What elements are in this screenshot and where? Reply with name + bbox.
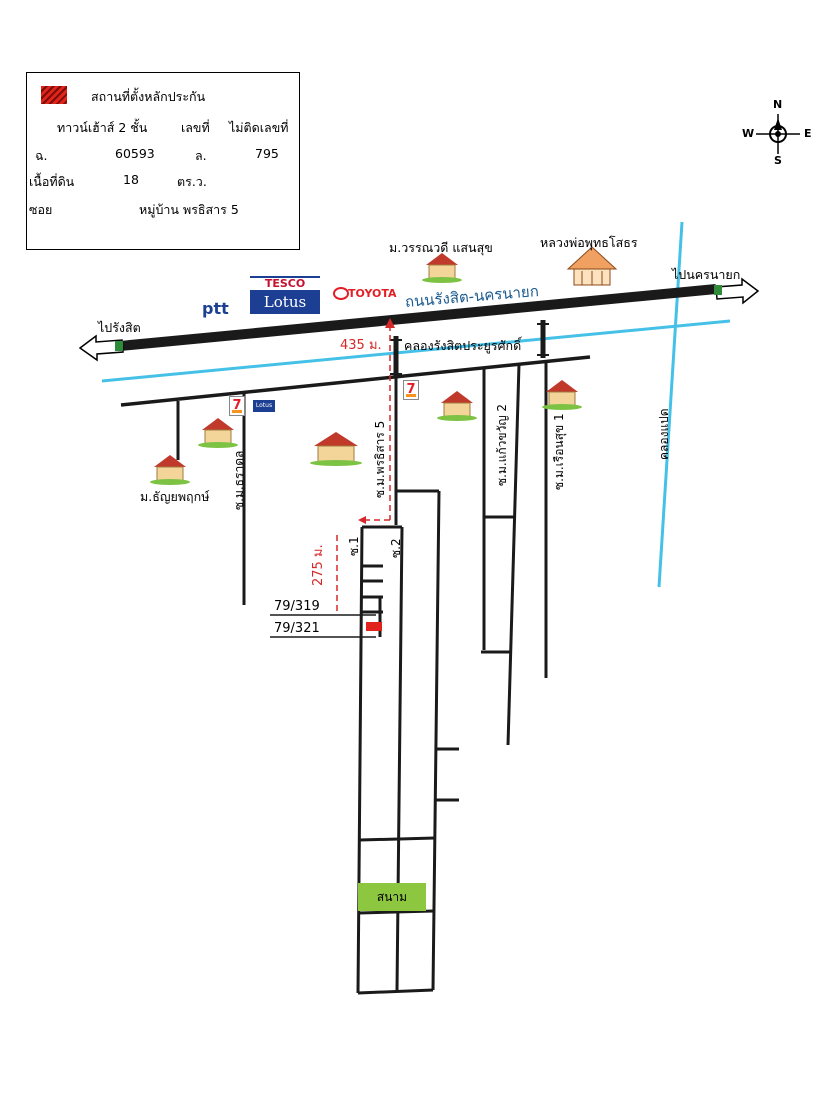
side-streets — [176, 360, 548, 995]
field-label: สนาม — [358, 883, 426, 911]
legend-deed-label: ฉ. — [35, 148, 48, 163]
label-soi-2: ซ.2 — [389, 538, 403, 558]
label-soi-kaewkwan: ซ.ม.แก้วขวัญ 2 — [495, 403, 509, 486]
canal-main — [101, 319, 731, 383]
plot-number-2: 79/321 — [274, 621, 320, 636]
legend-lot-value: 795 — [255, 146, 279, 161]
label-to-rangsit: ไปรังสิต — [98, 320, 141, 335]
legend-house-no-value: ไม่ติดเลขที่ — [229, 120, 289, 135]
label-soi-thradol: ซ.ม.ธราดล — [232, 450, 246, 510]
label-village-wannawadee: ม.วรรณวดี แสนสุข — [389, 240, 493, 255]
legend-area-label: เนื้อที่ดิน — [29, 174, 75, 189]
plot-number-1: 79/319 — [274, 599, 320, 614]
distance-soi: 275 ม. — [311, 544, 326, 586]
frontage-road — [120, 355, 591, 407]
legend-area-unit: ตร.ว. — [177, 174, 207, 189]
canals — [101, 221, 731, 588]
canal-side — [657, 221, 684, 588]
seven-eleven-logo-1: 7 — [229, 396, 245, 416]
label-to-nakhon-nayok: ไปนครนายก — [672, 267, 741, 282]
legend-title: สถานที่ตั้งหลักประกัน — [91, 89, 206, 104]
temple-icon — [566, 246, 618, 286]
label-canal: คลองรังสิตประยูรศักดิ์ — [404, 338, 522, 353]
ptt-logo: ptt — [202, 299, 229, 318]
lotus-small-logo: Lotus — [253, 400, 275, 412]
compass-n: N — [773, 98, 783, 111]
bridges — [390, 320, 549, 378]
legend-lot-label: ล. — [195, 148, 207, 163]
property-marker — [366, 622, 382, 631]
property-swatch — [41, 86, 67, 104]
label-soi-1: ซ.1 — [347, 536, 361, 556]
tesco-lotus-logo: TESCO Lotus — [250, 276, 320, 316]
label-village-thanyaphruek: ม.ธัญยพฤกษ์ — [140, 489, 210, 504]
village-houses — [150, 253, 582, 485]
seven-eleven-logo-2: 7 — [403, 380, 419, 400]
label-soi-ruensuk: ซ.ม.เรือนสุข 1 — [552, 413, 566, 490]
toyota-logo: TOYOTA — [348, 287, 397, 300]
toyota-icon — [333, 287, 349, 300]
legend-deed-value: 60593 — [115, 146, 155, 161]
legend-building: ทาวน์เฮ้าส์ 2 ชั้น — [57, 120, 148, 135]
legend-soi-value: หมู่บ้าน พรธิสาร 5 — [139, 202, 239, 217]
main-road — [78, 277, 760, 362]
compass-w: W — [742, 127, 755, 140]
label-canal-side: คลองแปด — [657, 408, 671, 460]
label-soi-pornthisarn: ซ.ม.พรธิสาร 5 — [373, 420, 387, 498]
legend-area-value: 18 — [123, 172, 139, 187]
compass-icon: N S W E — [742, 98, 814, 168]
compass-e: E — [804, 127, 812, 140]
legend-house-no-label: เลขที่ — [181, 120, 210, 135]
compass-s: S — [774, 154, 782, 167]
legend-box: สถานที่ตั้งหลักประกัน ทาวน์เฮ้าส์ 2 ชั้น… — [26, 72, 300, 250]
label-temple: หลวงพ่อพุทธโสธร — [540, 235, 638, 250]
distance-main: 435 ม. — [340, 338, 382, 353]
route-line — [336, 325, 391, 612]
legend-soi-label: ซอย — [29, 202, 53, 217]
